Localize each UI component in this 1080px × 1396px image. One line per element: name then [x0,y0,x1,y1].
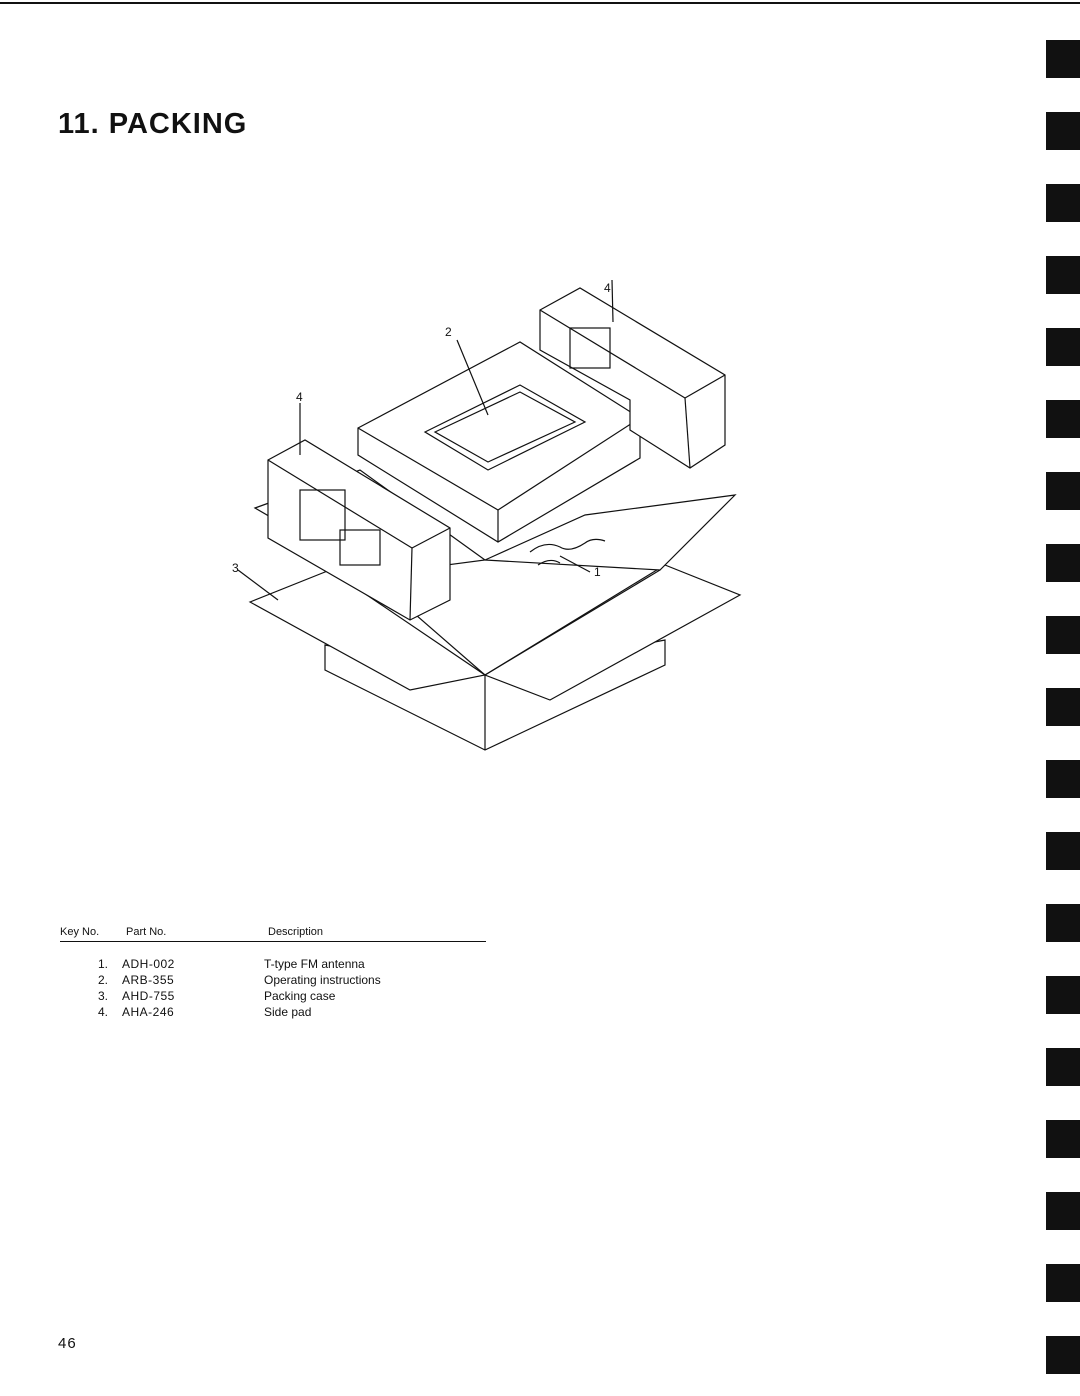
callout-2: 2 [445,325,452,339]
edge-tab [1046,184,1080,222]
row-description: Side pad [264,1005,312,1019]
row-part-no: AHA-246 [122,1005,175,1019]
header-rule [60,941,486,942]
table-row: 1. ADH-002 T-type FM antenna [60,956,486,972]
page-title: 11. PACKING [58,108,248,140]
table-row: 3. AHD-755 Packing case [60,988,486,1004]
row-description: T-type FM antenna [264,957,365,971]
row-key: 1. [97,957,108,971]
box-flap-back-right [484,494,737,571]
packing-diagram: 1 2 3 4 4 [220,280,760,780]
row-description: Operating instructions [264,973,381,987]
table-row: 2. ARB-355 Operating instructions [60,972,486,988]
edge-tab [1046,472,1080,510]
parts-table-body: 1. ADH-002 T-type FM antenna 2. ARB-355 … [60,956,486,1020]
edge-tab [1046,256,1080,294]
callout-4-back: 4 [604,281,611,295]
edge-tab [1046,1048,1080,1086]
row-key: 2. [97,973,108,987]
parts-table: Key No. Part No. Description 1. ADH-002 … [60,918,486,1020]
edge-tab [1046,1264,1080,1302]
header-description: Description [268,926,324,938]
row-part-no: AHD-755 [122,989,175,1003]
edge-tab [1046,760,1080,798]
edge-tab [1046,688,1080,726]
row-description: Packing case [264,989,336,1003]
fm-antenna [529,538,606,566]
edge-tab [1046,1120,1080,1158]
header-key-no: Key No. [60,926,100,938]
edge-tab [1046,1336,1080,1374]
edge-tab [1046,328,1080,366]
page-number: 46 [58,1335,77,1352]
edge-tab [1046,112,1080,150]
edge-tab [1046,1192,1080,1230]
edge-tab [1046,976,1080,1014]
edge-tab [1046,832,1080,870]
box-flap-right [483,564,742,701]
callout-1: 1 [594,565,601,579]
edge-tab [1046,616,1080,654]
packing-illustration: 1 2 3 4 4 [232,280,742,751]
header-part-no: Part No. [126,926,167,938]
edge-tab [1046,40,1080,78]
row-part-no: ADH-002 [122,957,175,971]
binder-edge-tabs [1044,40,1080,1396]
edge-tab [1046,544,1080,582]
edge-tab [1046,904,1080,942]
callout-3: 3 [232,561,239,575]
top-border-line [0,2,1080,4]
row-part-no: ARB-355 [122,973,175,987]
edge-tab [1046,400,1080,438]
table-row: 4. AHA-246 Side pad [60,1004,486,1020]
row-key: 4. [97,1005,108,1019]
parts-table-header: Key No. Part No. Description [60,918,486,938]
row-key: 3. [97,989,108,1003]
callout-4-front: 4 [296,390,303,404]
